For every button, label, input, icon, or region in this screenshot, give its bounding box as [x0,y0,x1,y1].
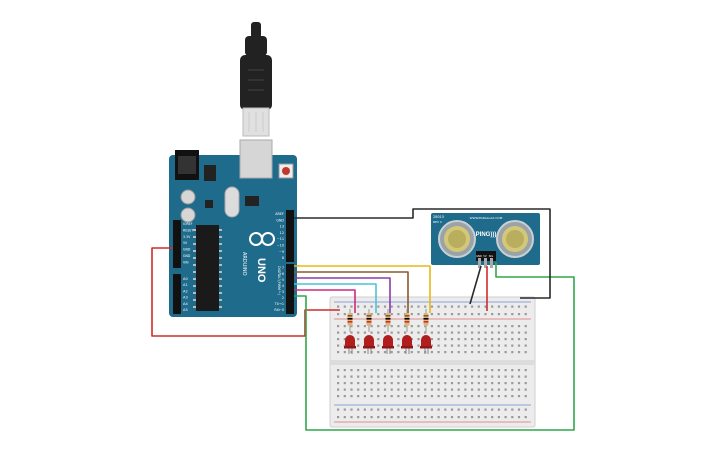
analog-pin-label: A5 [183,308,188,312]
resistors [347,309,429,332]
led [344,335,356,354]
digital-pin-label: 7 [282,266,284,270]
resistor [347,309,353,332]
arduino-brand-text: ARDUINO [241,252,247,276]
power-pin-label: 5V [183,241,188,245]
digital-pin-label: 4 [282,284,284,288]
wire-black-sensor-gnd [469,265,482,305]
arduino-model-text: UNO [255,258,267,283]
wire-cyan [294,283,377,313]
ultrasonic-sensor: WWW.PARALLAX.COM PING))) 28015 REV C GND… [431,213,540,268]
resistor [423,309,429,332]
breadboard [329,296,536,428]
digital-pin-label: ~5 [279,278,284,282]
digital-pin-label: TX→1 [274,302,284,306]
sensor-corner-label: 28015 [433,215,444,219]
sensor-rev-label: REV C [433,220,442,224]
digital-header-label: DIGITAL (PWM ~) [277,266,281,296]
wire-purple [294,277,391,313]
resistor [366,309,372,332]
wire-green-gnd [294,262,575,431]
digital-pin-label: GND [276,218,284,222]
sensor-pin-label: SIG [489,254,493,258]
sensor-name-label: PING))) [476,232,497,238]
digital-pin-label: 8 [282,256,284,260]
led [420,335,432,354]
digital-pin-label: ~9 [279,250,284,254]
analog-pin-label: A3 [183,296,188,300]
digital-pin-label: 13 [280,225,284,229]
power-pin-labels: IOREF RESET 3.3V 5V GND GND VIN [183,222,193,264]
wire-black-gnd [294,208,551,299]
led [382,335,394,354]
sensor-pin-label: 5V [483,254,487,258]
breadboard-holes [337,305,527,419]
power-pin-label: RESET [183,228,193,232]
digital-pin-label: 2 [282,296,284,300]
power-pin-label: 3.3V [183,235,191,239]
digital-pin-label: ~6 [279,272,284,276]
arduino-logo-icon [249,232,275,246]
wire-red-5v [151,247,340,337]
power-pin-label: IOREF [183,222,193,226]
led [363,335,375,354]
analog-pin-label: A0 [183,277,188,281]
analog-pin-label: A1 [183,283,188,287]
wire-magenta [294,289,356,313]
digital-pin-label: ~10 [277,244,284,248]
led [401,335,413,354]
power-pin-label: GND [183,254,191,258]
analog-pin-label: A2 [183,289,188,293]
digital-pin-label: ~11 [277,237,284,241]
resistor [385,309,391,332]
wire-brown [294,271,409,313]
arduino-board: ARDUINO UNO DIGITAL (PWM ~) IOREF RESET 3.… [169,139,297,317]
resistor [404,309,410,332]
digital-pin-label: RX←0 [274,308,284,312]
digital-pin-label: AREF [275,212,284,216]
sensor-pin-label: GND [476,254,482,258]
wire-yellow [294,265,431,313]
digital-pin-labels: AREF GND 13 12 ~11 ~10 ~9 8 7 ~6 ~5 4 ~3 2TX→1RX←0 [274,212,285,312]
sensor-top-label: WWW.PARALLAX.COM [470,216,503,220]
wires [151,208,575,431]
analog-pin-label: A4 [183,302,188,306]
leds [344,335,432,354]
power-pin-label: GND [183,248,191,252]
power-pin-label: VIN [183,260,189,264]
digital-pin-label: 12 [280,231,284,235]
usb-cable [240,22,272,137]
digital-pin-label: ~3 [279,290,284,294]
